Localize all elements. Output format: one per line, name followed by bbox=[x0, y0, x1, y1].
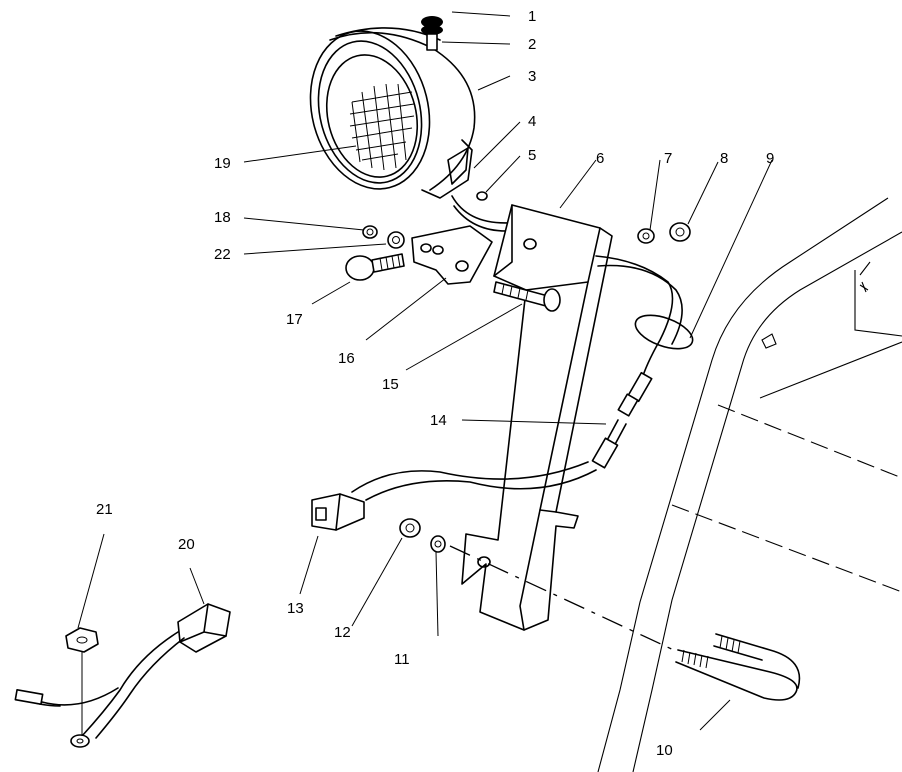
callout-15: 15 bbox=[382, 376, 399, 393]
callout-1: 1 bbox=[528, 8, 536, 25]
nut-8 bbox=[669, 222, 691, 242]
callout-18: 18 bbox=[214, 209, 231, 226]
cab-frame bbox=[597, 197, 902, 772]
callout-6: 6 bbox=[596, 150, 604, 167]
callout-10: 10 bbox=[656, 742, 673, 759]
callout-14: 14 bbox=[430, 412, 447, 429]
lock-washer-7 bbox=[637, 228, 655, 244]
callout-16: 16 bbox=[338, 350, 355, 367]
nut-21 bbox=[65, 627, 99, 736]
mounting-bracket bbox=[461, 204, 613, 631]
callout-17: 17 bbox=[286, 311, 303, 328]
callout-19: 19 bbox=[214, 155, 231, 172]
washer-11 bbox=[430, 535, 446, 553]
lock-washer-5 bbox=[476, 191, 488, 201]
ground-pigtail-20 bbox=[14, 603, 231, 748]
lens-grid bbox=[349, 83, 415, 171]
callout-22: 22 bbox=[214, 246, 231, 263]
wiring-harness bbox=[351, 255, 694, 501]
carriage-bolt-17 bbox=[345, 253, 405, 281]
callout-9: 9 bbox=[766, 150, 774, 167]
callout-5: 5 bbox=[528, 147, 536, 164]
leader-lines bbox=[77, 11, 773, 731]
callout-12: 12 bbox=[334, 624, 351, 641]
work-light bbox=[309, 27, 476, 199]
callout-13: 13 bbox=[287, 600, 304, 617]
washer-22 bbox=[387, 231, 405, 249]
callout-7: 7 bbox=[664, 150, 672, 167]
callout-8: 8 bbox=[720, 150, 728, 167]
callout-labels: 1 2 3 4 5 6 7 8 9 10 11 12 13 14 15 16 1… bbox=[96, 8, 774, 759]
nut-18 bbox=[362, 225, 378, 239]
callout-2: 2 bbox=[528, 36, 536, 53]
connector-13 bbox=[311, 493, 365, 531]
callout-4: 4 bbox=[528, 113, 536, 130]
bolt-15 bbox=[493, 281, 561, 312]
callout-20: 20 bbox=[178, 536, 195, 553]
callout-3: 3 bbox=[528, 68, 536, 85]
callout-11: 11 bbox=[394, 651, 410, 668]
callout-21: 21 bbox=[96, 501, 113, 518]
nut-12 bbox=[399, 518, 421, 538]
adjuster-knob bbox=[421, 16, 443, 51]
u-bolt-10 bbox=[675, 633, 801, 701]
light-bracket-16 bbox=[411, 225, 493, 285]
